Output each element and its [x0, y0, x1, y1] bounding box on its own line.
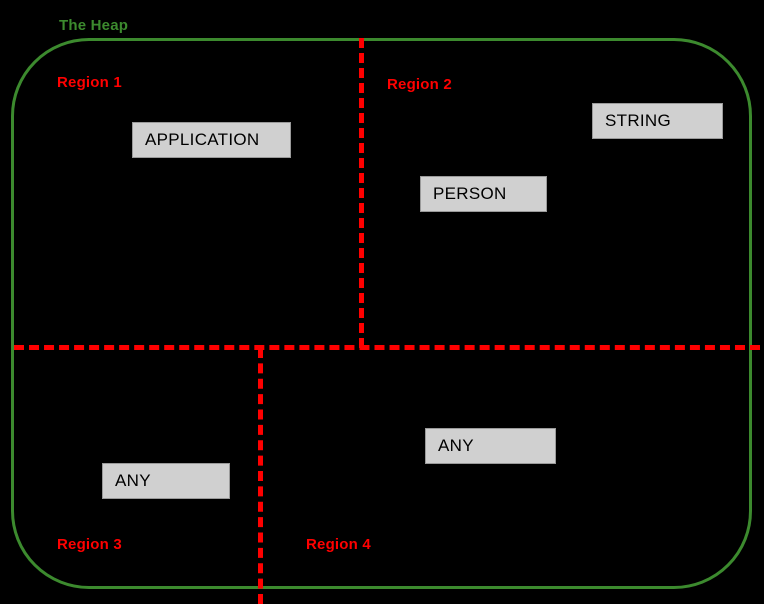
- heap-boundary: [11, 38, 752, 589]
- divider-vertical-bottom: [258, 348, 263, 604]
- region-label-4: Region 4: [306, 536, 371, 553]
- region-label-1: Region 1: [57, 74, 122, 91]
- object-box-string: STRING: [592, 103, 723, 139]
- divider-horizontal: [14, 345, 760, 350]
- object-box-any-region-4: ANY: [425, 428, 556, 464]
- object-box-any-region-3: ANY: [102, 463, 230, 499]
- heap-label: The Heap: [59, 17, 129, 34]
- object-box-person: PERSON: [420, 176, 547, 212]
- object-box-application: APPLICATION: [132, 122, 291, 158]
- region-label-3: Region 3: [57, 536, 122, 553]
- region-label-2: Region 2: [387, 76, 452, 93]
- divider-vertical-top: [359, 38, 364, 348]
